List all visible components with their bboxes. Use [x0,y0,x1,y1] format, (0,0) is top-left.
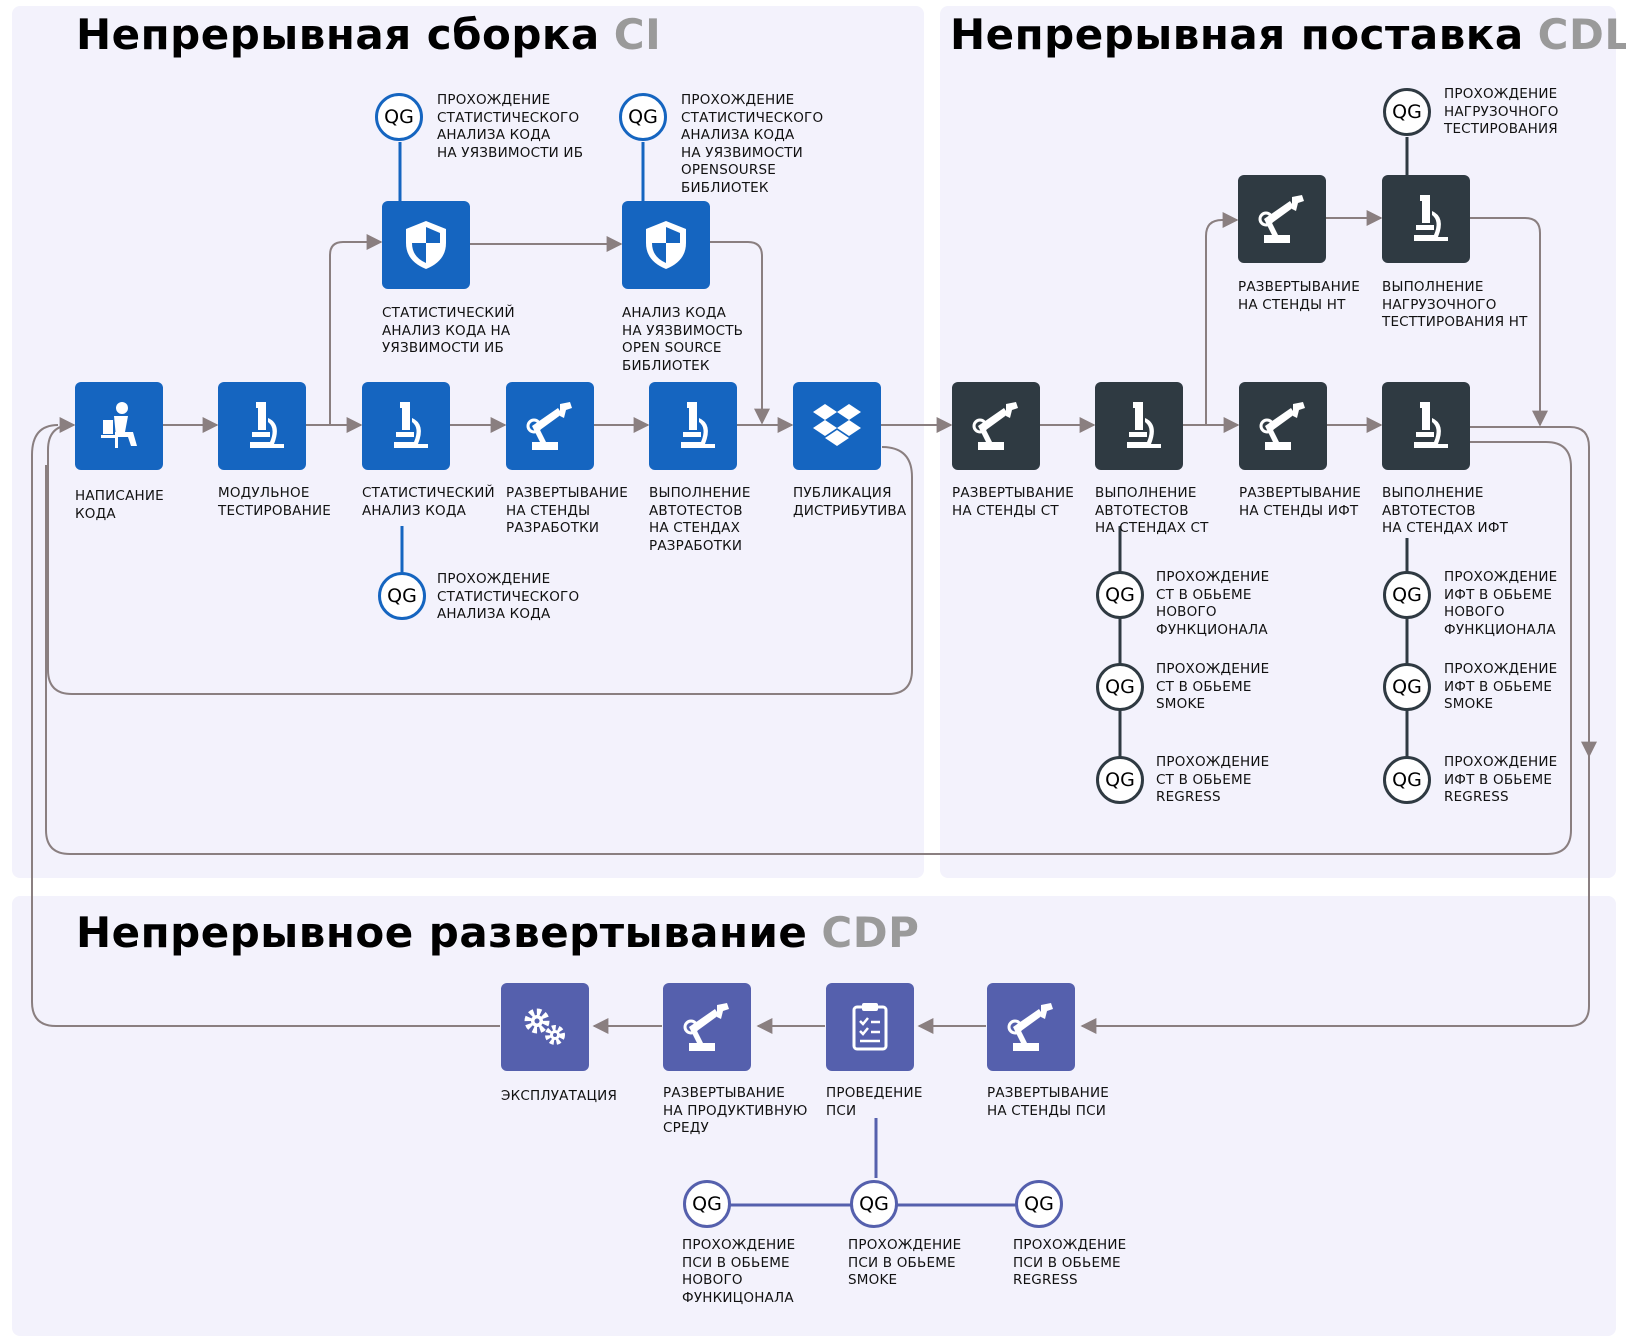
qg-security-ib[interactable]: QG [375,93,423,141]
operation-node[interactable] [501,983,589,1071]
qg-static-analysis[interactable]: QG [378,572,426,620]
deploy-nt-node[interactable] [1238,175,1326,263]
robot-arm-icon [1007,1003,1053,1051]
microscope-icon [394,402,428,448]
shield-icon [406,221,446,269]
security-os-node[interactable] [622,201,710,289]
qg-ift-smoke[interactable]: QG [1383,663,1431,711]
robot-arm-icon [526,402,572,450]
cdl-title-text: Непрерывная поставка [950,10,1524,59]
ci-title-text: Непрерывная сборка [76,10,600,59]
deploy-nt-label: РАЗВЕРТЫВАНИЕ НА СТЕНДЫ НТ [1238,279,1360,313]
robot-arm-icon [1258,195,1304,243]
autotest-ift-node[interactable] [1382,382,1470,470]
cdl-title-accent: CDL [1537,10,1626,59]
qg-psi-new[interactable]: QG [683,1180,731,1228]
publish-node[interactable] [793,382,881,470]
qg-psi-regress-label: ПРОХОЖДЕНИЕ ПСИ В ОБЬЕМЕ REGRESS [1013,1237,1127,1288]
qg-psi-smoke[interactable]: QG [850,1180,898,1228]
qg-psi-smoke-label: ПРОХОЖДЕНИЕ ПСИ В ОБЬЕМЕ SMOKE [848,1237,962,1288]
robot-arm-icon [972,402,1018,450]
shield-icon [646,221,686,269]
qg-ift-regress-label: ПРОХОЖДЕНИЕ ИФТ В ОБЬЕМЕ REGRESS [1444,754,1558,805]
qg-load-test[interactable]: QG [1383,88,1431,136]
static-analysis-label: СТАТИСТИЧЕСКИЙ АНАЛИЗ КОДА [362,485,495,519]
dropbox-icon [813,404,861,446]
deploy-dev-label: РАЗВЕРТЫВАНИЕ НА СТЕНДЫ РАЗРАБОТКИ [506,485,628,536]
qg-st-smoke[interactable]: QG [1096,663,1144,711]
cdl-title: Непрерывная поставка CDL [950,10,1626,59]
qg-st-new[interactable]: QG [1096,571,1144,619]
qg-st-regress-label: ПРОХОЖДЕНИЕ СТ В ОБЬЕМЕ REGRESS [1156,754,1270,805]
qg-st-smoke-label: ПРОХОЖДЕНИЕ СТ В ОБЬЕМЕ SMOKE [1156,661,1270,712]
qg-ift-regress[interactable]: QG [1383,756,1431,804]
unit-test-label: МОДУЛЬНОЕ ТЕСТИРОВАНИЕ [218,485,331,519]
cdp-title: Непрерывное развертывание CDP [76,908,919,957]
gears-icon [524,1008,565,1045]
autotest-st-node[interactable] [1095,382,1183,470]
publish-label: ПУБЛИКАЦИЯ ДИСТРИБУТИВА [793,485,907,519]
ci-title-accent: CI [613,10,662,59]
deploy-psi-label: РАЗВЕРТЫВАНИЕ НА СТЕНДЫ ПСИ [987,1085,1109,1119]
ci-panel [12,6,924,878]
security-ib-label: СТАТИСТИЧЕСКИЙ АНАЛИЗ КОДА НА УЯЗВИМОСТИ… [382,305,515,356]
qg-load-test-label: ПРОХОЖДЕНИЕ НАГРУЗОЧНОГО ТЕСТИРОВАНИЯ [1444,86,1559,137]
write-code-label: НАПИСАНИЕ КОДА [75,488,164,522]
qg-st-regress[interactable]: QG [1096,756,1144,804]
qg-ift-smoke-label: ПРОХОЖДЕНИЕ ИФТ В ОБЬЕМЕ SMOKE [1444,661,1558,712]
qg-security-os-label: ПРОХОЖДЕНИЕ СТАТИСТИЧЕСКОГО АНАЛИЗА КОДА… [681,92,824,196]
static-analysis-node[interactable] [362,382,450,470]
deploy-psi-node[interactable] [987,983,1075,1071]
cdp-title-accent: CDP [821,908,920,957]
microscope-icon [1414,402,1448,448]
deploy-dev-node[interactable] [506,382,594,470]
deploy-st-node[interactable] [952,382,1040,470]
qg-static-analysis-label: ПРОХОЖДЕНИЕ СТАТИСТИЧЕСКОГО АНАЛИЗА КОДА [437,571,580,622]
security-os-label: АНАЛИЗ КОДА НА УЯЗВИМОСТЬ OPEN SOURCE БИ… [622,305,744,374]
qg-psi-new-label: ПРОХОЖДЕНИЕ ПСИ В ОБЬЕМЕ НОВОГО ФУНКИЦОН… [682,1237,796,1306]
microscope-icon [1127,402,1161,448]
microscope-icon [1414,195,1448,241]
qg-ift-new-label: ПРОХОЖДЕНИЕ ИФТ В ОБЬЕМЕ НОВОГО ФУНКЦИОН… [1444,569,1558,638]
security-ib-node[interactable] [382,201,470,289]
deploy-ift-label: РАЗВЕРТЫВАНИЕ НА СТЕНДЫ ИФТ [1239,485,1361,519]
autotest-st-label: ВЫПОЛНЕНИЕ АВТОТЕСТОВ НА СТЕНДАХ СТ [1095,485,1209,536]
unit-test-node[interactable] [218,382,306,470]
deploy-ift-node[interactable] [1239,382,1327,470]
clipboard-icon [852,1003,888,1051]
autotest-ift-label: ВЫПОЛНЕНИЕ АВТОТЕСТОВ НА СТЕНДАХ ИФТ [1382,485,1509,536]
deploy-prod-label: РАЗВЕРТЫВАНИЕ НА ПРОДУКТИВНУЮ СРЕДУ [663,1085,808,1136]
qg-ift-new[interactable]: QG [1383,571,1431,619]
autotest-dev-label: ВЫПОЛНЕНИЕ АВТОТЕСТОВ НА СТЕНДАХ РАЗРАБО… [649,485,751,554]
write-code-node[interactable] [75,382,163,470]
qg-security-os[interactable]: QG [619,93,667,141]
cdp-title-text: Непрерывное развертывание [76,908,808,957]
qg-psi-regress[interactable]: QG [1015,1180,1063,1228]
psi-label: ПРОВЕДЕНИЕ ПСИ [826,1085,923,1119]
robot-arm-icon [1259,402,1305,450]
deploy-prod-node[interactable] [663,983,751,1071]
robot-arm-icon [683,1003,729,1051]
microscope-icon [250,402,284,448]
autotest-dev-node[interactable] [649,382,737,470]
cdp-panel [12,896,1616,1336]
psi-node[interactable] [826,983,914,1071]
operation-label: ЭКСПЛУАТАЦИЯ [501,1088,618,1104]
ci-title: Непрерывная сборка CI [76,10,661,59]
load-test-node[interactable] [1382,175,1470,263]
qg-security-ib-label: ПРОХОЖДЕНИЕ СТАТИСТИЧЕСКОГО АНАЛИЗА КОДА… [437,92,584,161]
qg-st-new-label: ПРОХОЖДЕНИЕ СТ В ОБЬЕМЕ НОВОГО ФУНКЦИОНА… [1156,569,1270,638]
microscope-icon [681,402,715,448]
load-test-label: ВЫПОЛНЕНИЕ НАГРУЗОЧНОГО ТЕСТТИРОВАНИЯ НТ [1382,279,1528,330]
deploy-st-label: РАЗВЕРТЫВАНИЕ НА СТЕНДЫ СТ [952,485,1074,519]
developer-icon [101,402,137,448]
